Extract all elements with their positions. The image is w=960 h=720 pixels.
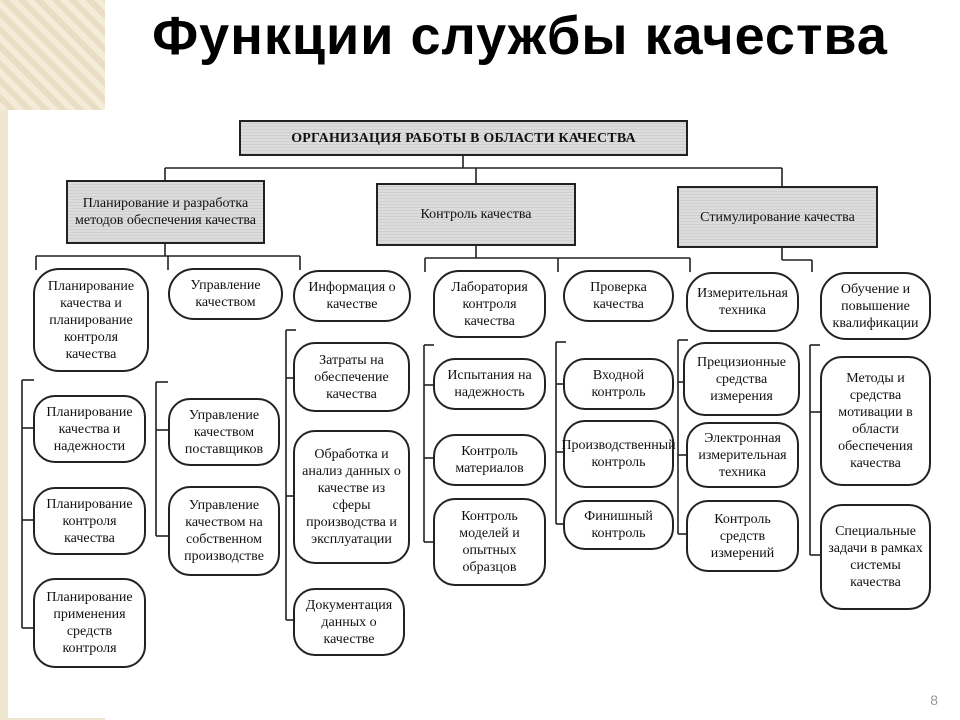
node-motivation-methods: Методы и средства мотивации в области об… bbox=[820, 356, 931, 486]
node-quality-inspection: Проверка качества bbox=[563, 270, 674, 322]
node-special-tasks: Специальные задачи в рамках системы каче… bbox=[820, 504, 931, 610]
root-box: ОРГАНИЗАЦИЯ РАБОТЫ В ОБЛАСТИ КАЧЕСТВА bbox=[239, 120, 688, 156]
node-material-control: Контроль материалов bbox=[433, 434, 546, 486]
node-production-control: Производственный контроль bbox=[561, 420, 676, 488]
node-measuring-technology: Измерительная техника bbox=[686, 272, 799, 332]
node-quality-information: Информация о качестве bbox=[293, 270, 411, 322]
node-own-production-quality: Управление качеством на собственном прои… bbox=[168, 486, 280, 576]
node-reliability-testing: Испытания на надежность bbox=[433, 358, 546, 410]
node-control-means-planning: Планирование применения средств контроля bbox=[33, 578, 146, 668]
node-reliability-planning: Планирование качества и надежности bbox=[33, 395, 146, 463]
node-final-control: Финишный контроль bbox=[563, 500, 674, 550]
node-electronic-measurement: Электронная измерительная техника bbox=[686, 422, 799, 488]
slide-corner-pattern bbox=[0, 0, 105, 110]
node-quality-management: Управление качеством bbox=[168, 268, 283, 320]
node-training: Обучение и повышение квалификации bbox=[820, 272, 931, 340]
node-incoming-control: Входной контроль bbox=[563, 358, 674, 410]
node-supplier-quality: Управление качеством поставщиков bbox=[168, 398, 280, 466]
node-quality-planning: Планирование качества и планирование кон… bbox=[33, 268, 149, 372]
node-precision-measurement: Прецизионные средства измерения bbox=[683, 342, 800, 416]
group-planning: Планирование и разработка методов обеспе… bbox=[66, 180, 265, 244]
page-number: 8 bbox=[930, 692, 938, 708]
group-control: Контроль качества bbox=[376, 183, 576, 246]
slide-title: Функции службы качества bbox=[152, 6, 888, 66]
node-quality-costs: Затраты на обеспечение качества bbox=[293, 342, 410, 412]
node-prototype-control: Контроль моделей и опытных образцов bbox=[433, 498, 546, 586]
node-data-analysis: Обработка и анализ данных о качестве из … bbox=[293, 430, 410, 564]
node-measuring-means-control: Контроль средств измерений bbox=[686, 500, 799, 572]
node-control-planning: Планирование контроля качества bbox=[33, 487, 146, 555]
node-quality-laboratory: Лаборатория контроля качества bbox=[433, 270, 546, 338]
node-quality-documentation: Документация данных о качестве bbox=[293, 588, 405, 656]
group-stimulation: Стимулирование качества bbox=[677, 186, 878, 248]
